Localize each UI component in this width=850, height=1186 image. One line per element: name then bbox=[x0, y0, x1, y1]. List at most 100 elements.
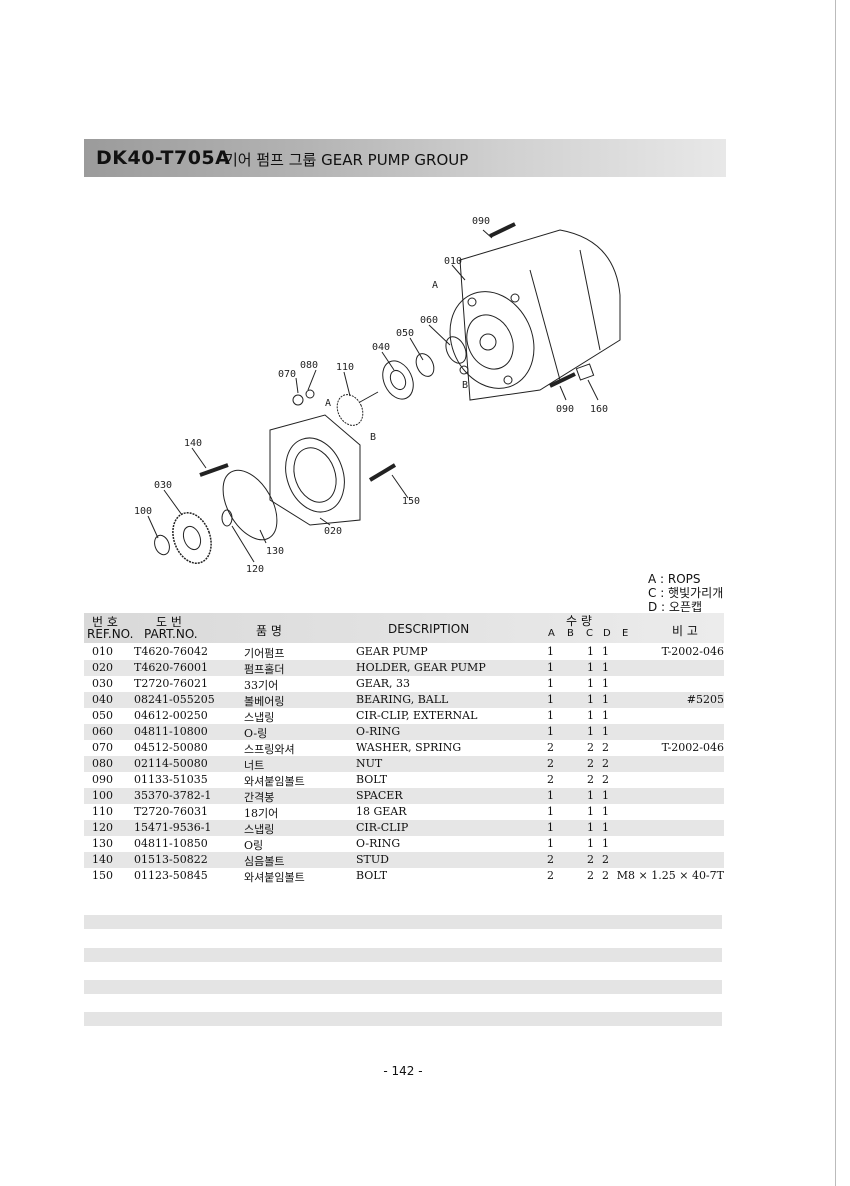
cell-c: 2 bbox=[587, 741, 594, 754]
pump-flange bbox=[449, 291, 535, 389]
pump-flange-inner bbox=[466, 314, 514, 370]
callout-label: 140 bbox=[184, 438, 202, 449]
cell-a: 1 bbox=[547, 645, 554, 658]
legend-item: D : 오픈캡 bbox=[648, 600, 703, 614]
cell-d: 2 bbox=[602, 741, 609, 754]
legend-item: A : ROPS bbox=[648, 572, 701, 586]
cell-part: 35370-3782-1 bbox=[134, 789, 212, 802]
cell-c: 1 bbox=[587, 725, 594, 738]
cell-part: 04612-00250 bbox=[134, 709, 208, 722]
diagram-svg: 090 010 060 050 040 080 070 110 140 030 … bbox=[134, 216, 621, 575]
callout-label: 160 bbox=[590, 404, 608, 415]
header-qty-d: D bbox=[603, 628, 611, 639]
header-qty-c: C bbox=[586, 628, 593, 639]
cell-part: T4620-76042 bbox=[134, 645, 209, 658]
cell-desc: BOLT bbox=[356, 773, 388, 786]
header-ref-kor: 번 호 bbox=[92, 615, 118, 629]
exploded-parts-diagram: 090 010 060 050 040 080 070 110 140 030 … bbox=[120, 200, 640, 580]
cell-part: 08241-055205 bbox=[134, 693, 215, 706]
cell-ref: 120 bbox=[92, 821, 113, 834]
cell-a: 1 bbox=[547, 821, 554, 834]
cell-kor: 펌프홀더 bbox=[244, 663, 285, 676]
callout-label: B bbox=[370, 432, 376, 443]
cell-c: 1 bbox=[587, 645, 594, 658]
cell-remarks: T-2002-046 bbox=[661, 645, 724, 658]
cell-ref: 020 bbox=[92, 661, 113, 674]
header-qty-a: A bbox=[548, 628, 555, 639]
cell-kor: 스냅링 bbox=[244, 823, 275, 836]
cell-c: 2 bbox=[587, 773, 594, 786]
cell-ref: 070 bbox=[92, 741, 113, 754]
cell-d: 1 bbox=[602, 661, 609, 674]
cell-a: 2 bbox=[547, 757, 554, 770]
model-code: DK40-T705A bbox=[96, 147, 231, 169]
cell-desc: NUT bbox=[356, 757, 383, 770]
cell-c: 1 bbox=[587, 837, 594, 850]
cell-c: 2 bbox=[587, 853, 594, 866]
cell-ref: 050 bbox=[92, 709, 113, 722]
pump-body-outline bbox=[459, 229, 621, 401]
empty-row-band bbox=[84, 1012, 722, 1026]
cell-ref: 080 bbox=[92, 757, 113, 770]
cell-a: 1 bbox=[547, 725, 554, 738]
cell-d: 1 bbox=[602, 645, 609, 658]
cell-part: T4620-76001 bbox=[134, 661, 209, 674]
cell-ref: 140 bbox=[92, 853, 113, 866]
cell-ref: 130 bbox=[92, 837, 113, 850]
pump-seam bbox=[529, 269, 561, 381]
cell-desc: 18 GEAR bbox=[356, 805, 407, 818]
callout-label: 110 bbox=[336, 362, 354, 373]
cell-c: 2 bbox=[587, 757, 594, 770]
callout-label: 080 bbox=[300, 360, 318, 371]
cell-desc: SPACER bbox=[356, 789, 403, 802]
group-title: 기어 펌프 그룹 GEAR PUMP GROUP bbox=[224, 151, 469, 169]
cell-d: 1 bbox=[602, 709, 609, 722]
cell-d: 2 bbox=[602, 757, 609, 770]
page-edge-line bbox=[835, 0, 836, 1186]
callout-label: 120 bbox=[246, 564, 264, 575]
cell-a: 2 bbox=[547, 741, 554, 754]
callout-label: 100 bbox=[134, 506, 152, 517]
empty-row-band bbox=[84, 948, 722, 962]
cell-d: 1 bbox=[602, 677, 609, 690]
legend-item: C : 햇빛가리개 bbox=[648, 586, 724, 600]
header-description: DESCRIPTION bbox=[388, 622, 470, 636]
cell-kor: 스프링와셔 bbox=[244, 743, 295, 756]
header-qty-e: E bbox=[622, 628, 629, 639]
cell-ref: 010 bbox=[92, 645, 113, 658]
pump-shaft bbox=[479, 333, 497, 351]
cell-part: 02114-50080 bbox=[134, 757, 208, 770]
callout-label: A bbox=[432, 280, 438, 291]
cell-part: T2720-76031 bbox=[134, 805, 209, 818]
cell-ref: 030 bbox=[92, 677, 113, 690]
cell-desc: WASHER, SPRING bbox=[356, 741, 462, 754]
cell-a: 2 bbox=[547, 869, 554, 882]
cell-c: 1 bbox=[587, 805, 594, 818]
cell-ref: 040 bbox=[92, 693, 113, 706]
callout-label: 020 bbox=[324, 526, 342, 537]
cell-desc: O-RING bbox=[356, 837, 401, 850]
cell-kor: 33기어 bbox=[244, 679, 279, 692]
cell-ref: 090 bbox=[92, 773, 113, 786]
cell-part: 15471-9536-1 bbox=[134, 821, 212, 834]
cell-kor: 간격봉 bbox=[244, 791, 275, 804]
cell-c: 1 bbox=[587, 661, 594, 674]
cell-a: 1 bbox=[547, 805, 554, 818]
callout-label: 010 bbox=[444, 256, 462, 267]
cell-d: 2 bbox=[602, 853, 609, 866]
cell-kor: 와셔붙임볼트 bbox=[244, 871, 305, 884]
cell-a: 1 bbox=[547, 789, 554, 802]
cell-desc: GEAR, 33 bbox=[356, 677, 411, 690]
cell-ref: 110 bbox=[92, 805, 113, 818]
callout-label: B bbox=[462, 380, 468, 391]
